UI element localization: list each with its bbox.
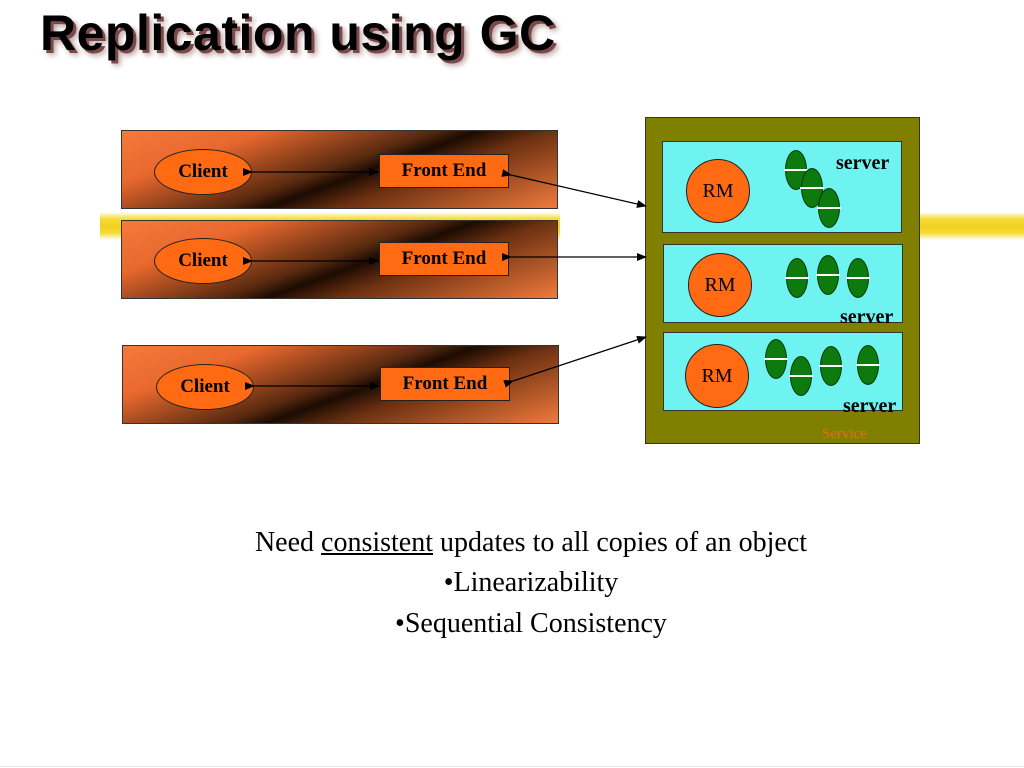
server-label-3: server	[843, 395, 897, 417]
replica-manager-1: RM	[686, 159, 750, 223]
object-replica	[817, 188, 841, 228]
object-replica	[856, 345, 880, 385]
slide-title: Replication using GC	[40, 5, 556, 61]
bullet-linearizability: •Linearizability	[443, 567, 619, 598]
object-replica	[789, 356, 813, 396]
footer-divider	[0, 766, 1024, 767]
front-end-2: Front End	[379, 242, 509, 276]
front-end-3: Front End	[380, 367, 510, 401]
body-line-prefix: Need	[254, 527, 315, 558]
front-end-1: Front End	[379, 154, 509, 188]
object-replica	[785, 258, 809, 298]
service-label: Service	[822, 426, 867, 442]
object-replica	[816, 255, 840, 295]
object-replica	[846, 258, 870, 298]
object-replica	[819, 346, 843, 386]
highlighter-stroke-right	[905, 212, 1024, 240]
replica-manager-3: RM	[685, 344, 749, 408]
client-1: Client	[154, 149, 252, 195]
client-2: Client	[154, 238, 252, 284]
object-replica	[800, 168, 824, 208]
frontend-service-link-1	[501, 169, 647, 208]
frontend-service-link-3	[503, 336, 647, 388]
server-label-1: server	[836, 152, 890, 174]
emphasis-consistent: consistent	[321, 527, 434, 558]
bullet-sequential-consistency: •Sequential Consistency	[395, 608, 667, 639]
body-line-suffix: updates to all copies of an object	[440, 527, 808, 558]
server-label-2: server	[840, 306, 894, 328]
body-line-consistency: Need consistent updates to all copies of…	[0, 527, 1024, 559]
replica-manager-2: RM	[688, 253, 752, 317]
client-3: Client	[156, 364, 254, 410]
object-replica	[764, 339, 788, 379]
